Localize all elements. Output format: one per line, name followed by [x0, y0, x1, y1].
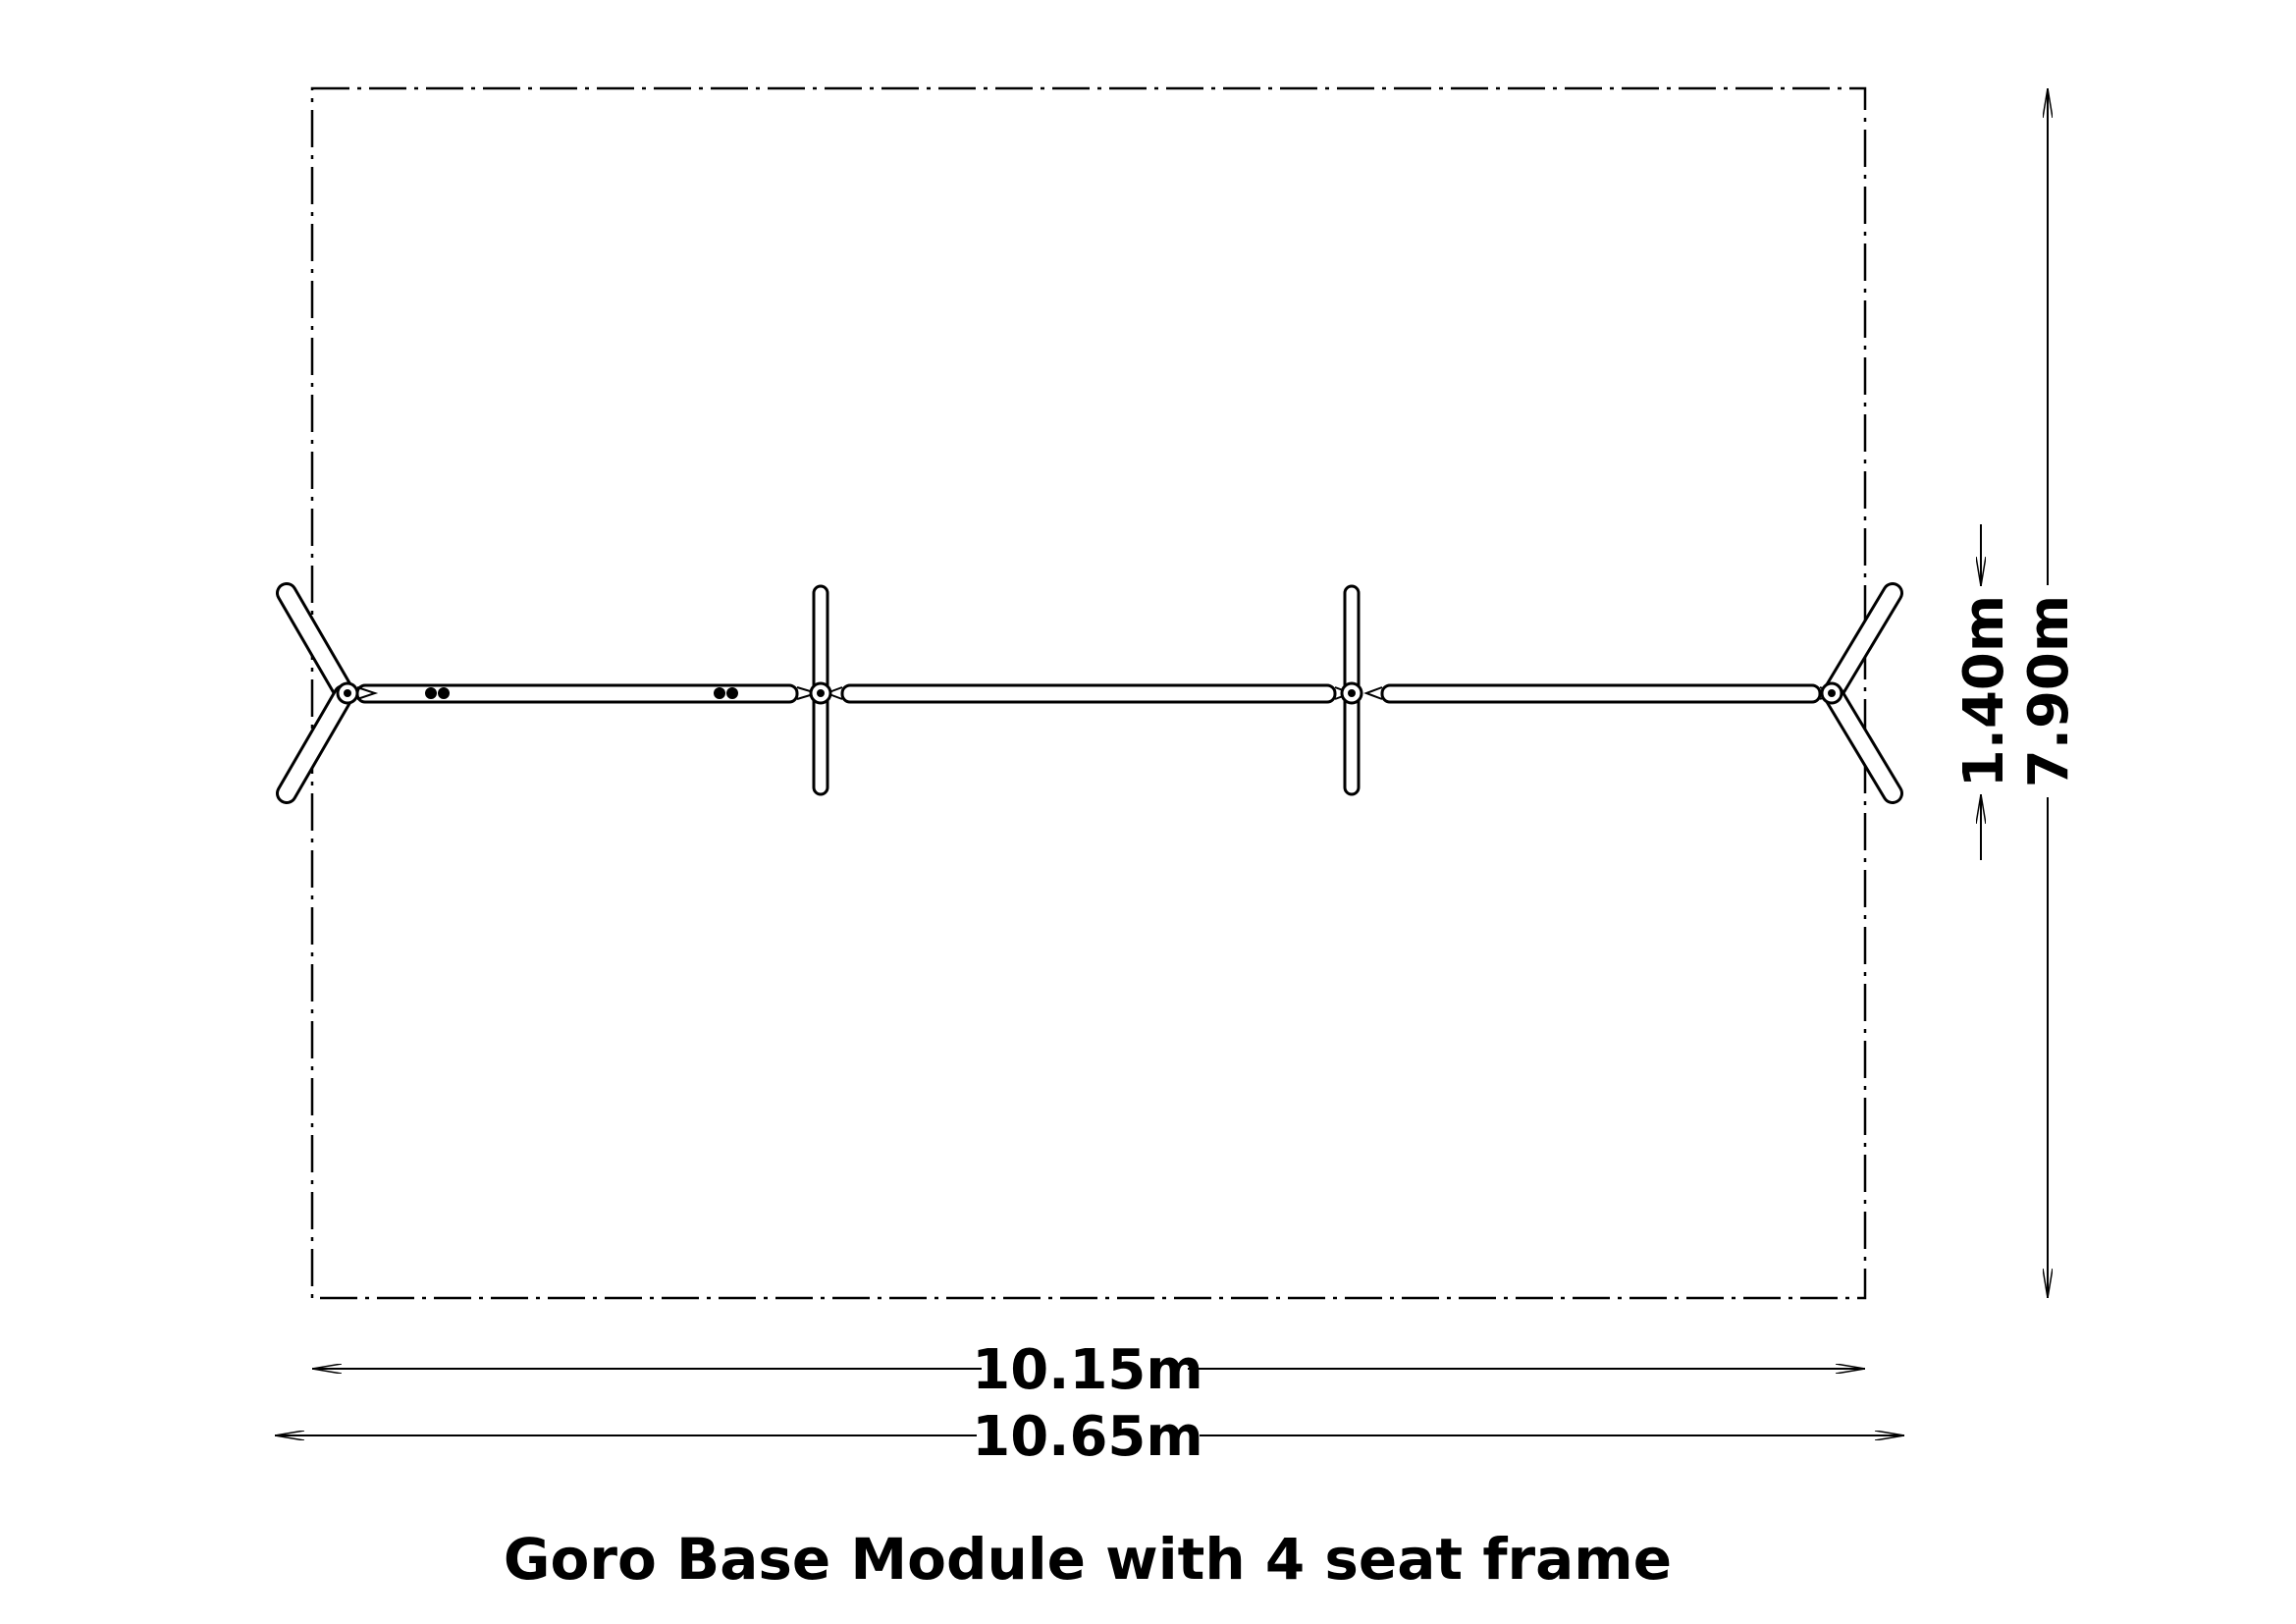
top-beam-right — [1380, 683, 1822, 704]
seat-hanger-1 — [425, 687, 450, 699]
middle-support-1 — [809, 584, 832, 796]
seat-hanger-2 — [714, 687, 738, 699]
middle-support-2 — [1340, 584, 1363, 796]
top-beam-middle — [840, 683, 1337, 704]
dimension-outer-width: 10.65m — [275, 1405, 1904, 1469]
total-depth-label: 7.90m — [2017, 595, 2081, 788]
dimension-total-depth: 7.90m — [2017, 88, 2081, 1298]
a-frame-left — [276, 582, 359, 804]
dimension-inner-width: 10.15m — [312, 1338, 1865, 1402]
a-frame-right — [1820, 582, 1903, 804]
inner-width-label: 10.15m — [972, 1338, 1202, 1402]
safety-zone-boundary — [310, 86, 1867, 1300]
drawing-caption: Goro Base Module with 4 seat frame — [504, 1526, 1672, 1593]
outer-width-label: 10.65m — [972, 1405, 1202, 1469]
frame-depth-label: 1.40m — [1952, 595, 2016, 788]
dimension-frame-depth: 1.40m — [1952, 524, 2016, 860]
swing-frame — [276, 582, 1903, 804]
